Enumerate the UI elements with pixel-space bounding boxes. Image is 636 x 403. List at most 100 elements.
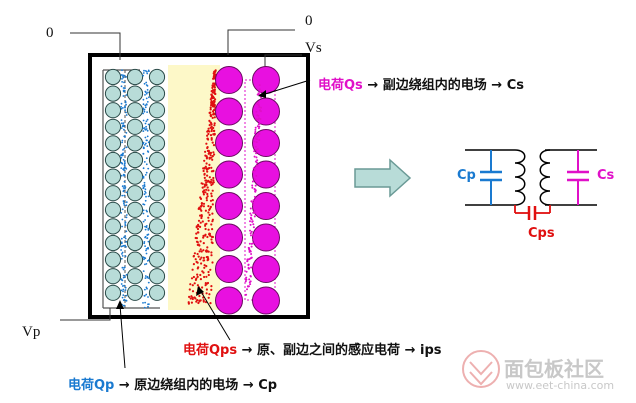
charge-dot — [144, 94, 146, 96]
charge-dot — [142, 185, 144, 187]
charge-dot — [212, 82, 215, 85]
charge-dot — [255, 174, 258, 177]
charge-dot — [122, 294, 125, 296]
charge-dot — [121, 78, 123, 80]
charge-dot — [147, 167, 150, 170]
charge-dot — [247, 263, 250, 266]
charge-dot — [147, 123, 150, 126]
charge-dot — [123, 147, 126, 150]
charge-dot — [210, 178, 213, 181]
charge-dot — [213, 88, 216, 91]
primary-turn — [126, 268, 144, 285]
charge-dot — [123, 174, 125, 177]
charge-dot — [124, 101, 127, 104]
charge-dot — [202, 242, 205, 245]
charge-dot — [120, 237, 123, 240]
charge-dot — [207, 211, 210, 214]
charge-dot — [202, 249, 205, 252]
charge-dot — [145, 157, 148, 160]
charge-dot — [121, 255, 124, 257]
charge-dot — [121, 285, 124, 287]
charge-dot — [125, 201, 128, 204]
charge-dot — [204, 284, 207, 287]
charge-dot — [205, 142, 208, 145]
charge-dot — [202, 236, 205, 239]
charge-dot — [120, 105, 122, 108]
charge-dot — [146, 150, 149, 153]
charge-dot — [205, 292, 208, 295]
charge-dot — [202, 299, 205, 302]
charge-dot — [146, 234, 149, 236]
charge-dot — [258, 125, 261, 128]
charge-dot — [207, 167, 210, 170]
secondary-turn — [252, 192, 280, 220]
charge-dot — [260, 110, 262, 113]
charge-dot — [212, 151, 215, 154]
charge-dot — [252, 211, 255, 214]
primary-turn — [126, 185, 144, 202]
charge-dot — [252, 204, 255, 207]
terminal-left-top: 0 — [46, 25, 54, 41]
annotation-qp: 电荷Qp → 原边绕组内的电场 → Cp — [68, 374, 277, 393]
charge-dot — [203, 167, 206, 170]
charge-dot — [206, 259, 209, 262]
charge-dot — [205, 249, 208, 252]
charge-dot — [120, 174, 123, 177]
charge-dot — [212, 179, 215, 182]
charge-dot — [123, 180, 126, 183]
charge-dot — [142, 107, 145, 110]
charge-dot — [206, 195, 209, 198]
charge-dot — [124, 224, 127, 227]
charge-dot — [211, 203, 214, 206]
primary-turn — [126, 234, 144, 252]
charge-dot — [200, 214, 203, 217]
charge-dot — [121, 225, 123, 228]
charge-dot — [210, 129, 213, 133]
charge-dot — [207, 296, 210, 299]
primary-turn — [126, 85, 144, 102]
charge-dot — [147, 296, 149, 298]
charge-dot — [257, 114, 260, 117]
lead-left-top — [70, 32, 121, 60]
terminal-vp: Vp — [22, 324, 41, 340]
charge-dot — [210, 288, 213, 291]
charge-dot — [203, 159, 206, 162]
charge-dot — [195, 260, 198, 263]
charge-dot — [122, 168, 124, 171]
charge-dot — [144, 288, 146, 291]
charge-dot — [195, 300, 198, 303]
charge-dot — [209, 108, 212, 111]
charge-dot — [210, 285, 213, 288]
charge-dot — [144, 228, 147, 231]
charge-dot — [258, 139, 261, 141]
charge-dot — [205, 275, 208, 278]
charge-dot — [144, 301, 147, 304]
charge-dot — [142, 220, 145, 223]
charge-dot — [206, 235, 209, 239]
charge-dot — [249, 229, 251, 232]
charge-dot — [147, 141, 150, 144]
charge-dot — [252, 226, 255, 229]
charge-dot — [204, 150, 207, 153]
charge-dot — [206, 146, 209, 149]
charge-dot — [143, 110, 146, 113]
charge-dot — [123, 74, 126, 77]
charge-dot — [211, 86, 214, 89]
charge-dot — [205, 265, 208, 268]
charge-dot — [207, 132, 210, 136]
charge-dot — [209, 154, 212, 157]
charge-dot — [144, 277, 147, 279]
charge-dot — [143, 242, 146, 245]
charge-dot — [211, 212, 214, 215]
charge-dot — [121, 266, 124, 269]
secondary-turn — [215, 255, 243, 283]
charge-dot — [254, 145, 257, 148]
primary-turn — [104, 151, 122, 169]
charge-dot — [248, 258, 251, 261]
secondary-turn — [215, 223, 243, 252]
charge-dot — [210, 251, 213, 254]
charge-dot — [250, 266, 253, 269]
charge-dot — [148, 303, 150, 305]
charge-dot — [199, 240, 202, 243]
charge-dot — [195, 232, 198, 235]
